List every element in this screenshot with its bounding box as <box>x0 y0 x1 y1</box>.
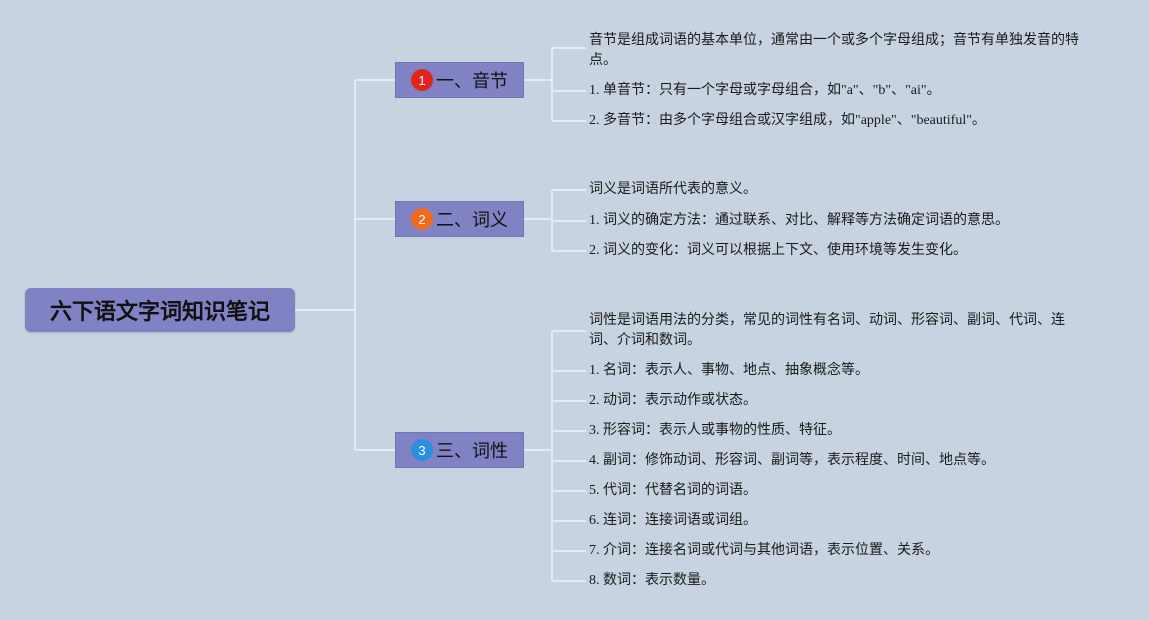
branch-label: 一、音节 <box>436 71 508 92</box>
leaf-text[interactable]: 2. 多音节：由多个字母组合或汉字组成，如"apple"、"beautiful"… <box>589 113 986 128</box>
leaf-text[interactable]: 4. 副词：修饰动词、形容词、副词等，表示程度、时间、地点等。 <box>589 453 995 468</box>
number-badge-1: 1 <box>411 69 433 91</box>
leaf-text[interactable]: 2. 动词：表示动作或状态。 <box>589 393 757 408</box>
number-badge-3: 3 <box>411 439 433 461</box>
leaf-text[interactable]: 音节是组成词语的基本单位，通常由一个或多个字母组成；音节有单独发音的特点。 <box>589 33 1079 68</box>
number-badge-2: 2 <box>411 208 433 230</box>
leaf-text[interactable]: 词义是词语所代表的意义。 <box>589 182 757 197</box>
leaf-text[interactable]: 6. 连词：连接词语或词组。 <box>589 513 757 528</box>
leaf-text[interactable]: 1. 词义的确定方法：通过联系、对比、解释等方法确定词语的意思。 <box>589 213 1009 228</box>
leaf-text[interactable]: 5. 代词：代替名词的词语。 <box>589 483 757 498</box>
branch-part-of-speech[interactable]: 3 三、词性 <box>395 432 524 468</box>
root-topic-label: 六下语文字词知识笔记 <box>49 300 270 325</box>
leaf-text[interactable]: 7. 介词：连接名词或代词与其他词语，表示位置、关系。 <box>589 543 939 558</box>
leaf-text[interactable]: 1. 单音节：只有一个字母或字母组合，如"a"、"b"、"ai"。 <box>589 83 941 98</box>
leaf-text[interactable]: 2. 词义的变化：词义可以根据上下文、使用环境等发生变化。 <box>589 243 967 258</box>
leaf-text[interactable]: 8. 数词：表示数量。 <box>589 573 715 588</box>
leaf-text[interactable]: 词性是词语用法的分类，常见的词性有名词、动词、形容词、副词、代词、连词、介词和数… <box>589 313 1065 348</box>
branch-label: 三、词性 <box>436 441 508 462</box>
branch-meaning[interactable]: 2 二、词义 <box>395 201 524 237</box>
branch-label: 二、词义 <box>436 210 508 231</box>
leaf-text[interactable]: 1. 名词：表示人、事物、地点、抽象概念等。 <box>589 363 869 378</box>
root-topic[interactable]: 六下语文字词知识笔记 <box>25 288 295 332</box>
leaf-text[interactable]: 3. 形容词：表示人或事物的性质、特征。 <box>589 423 841 438</box>
branch-syllable[interactable]: 1 一、音节 <box>395 62 524 98</box>
